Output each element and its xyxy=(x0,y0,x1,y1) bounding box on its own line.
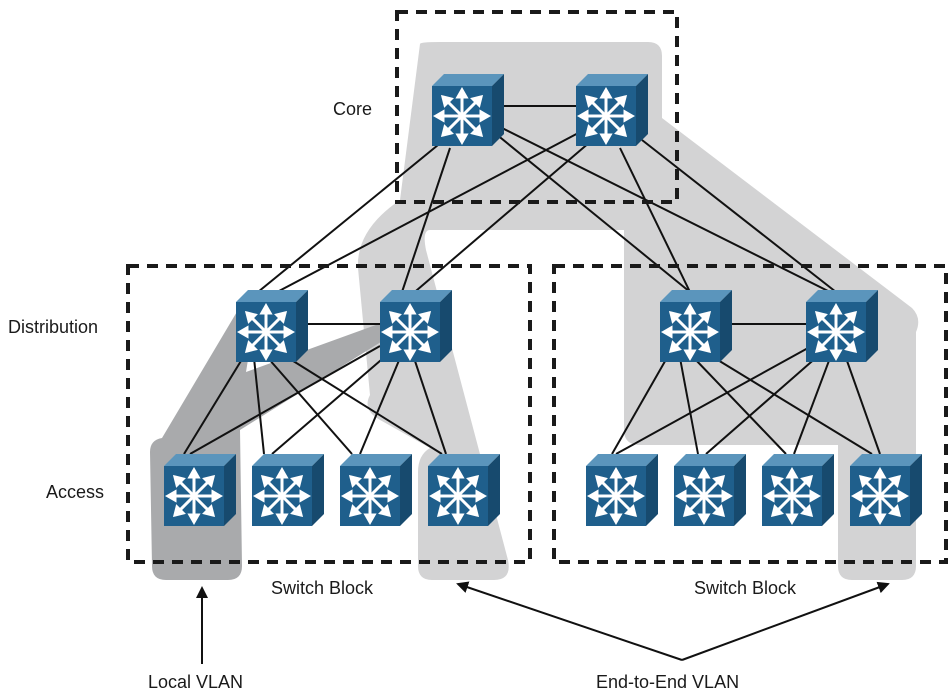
distribution-switch-1-icon xyxy=(236,290,308,362)
access-switch-7-icon xyxy=(762,454,834,526)
access-switch-2-icon xyxy=(252,454,324,526)
labels: Core Distribution Access Switch Block Sw… xyxy=(8,99,797,692)
switch-block-left-zone xyxy=(126,264,532,564)
access-switch-4-icon xyxy=(428,454,500,526)
access-switch-8-icon xyxy=(850,454,922,526)
switch-block-right-label: Switch Block xyxy=(694,578,797,598)
local-vlan-label: Local VLAN xyxy=(148,672,243,692)
switch-block-left-label: Switch Block xyxy=(271,578,374,598)
distribution-switch-3-icon xyxy=(660,290,732,362)
distribution-switch-2-icon xyxy=(380,290,452,362)
distribution-label: Distribution xyxy=(8,317,98,337)
core-switch-1-icon xyxy=(432,74,504,146)
distribution-switch-4-icon xyxy=(806,290,878,362)
access-switch-3-icon xyxy=(340,454,412,526)
core-zone xyxy=(395,10,679,204)
switch-block-right-zone xyxy=(552,264,948,564)
end-to-end-arrow-left xyxy=(456,581,683,661)
core-label: Core xyxy=(333,99,372,119)
end-to-end-vlan-label: End-to-End VLAN xyxy=(596,672,739,692)
access-switch-5-icon xyxy=(586,454,658,526)
access-switch-6-icon xyxy=(674,454,746,526)
vlan-arrows xyxy=(196,581,890,664)
end-to-end-arrow-right xyxy=(681,581,890,661)
core-switch-2-icon xyxy=(576,74,648,146)
access-label: Access xyxy=(46,482,104,502)
zones xyxy=(126,10,948,564)
access-switches xyxy=(164,454,922,526)
access-switch-1-icon xyxy=(164,454,236,526)
